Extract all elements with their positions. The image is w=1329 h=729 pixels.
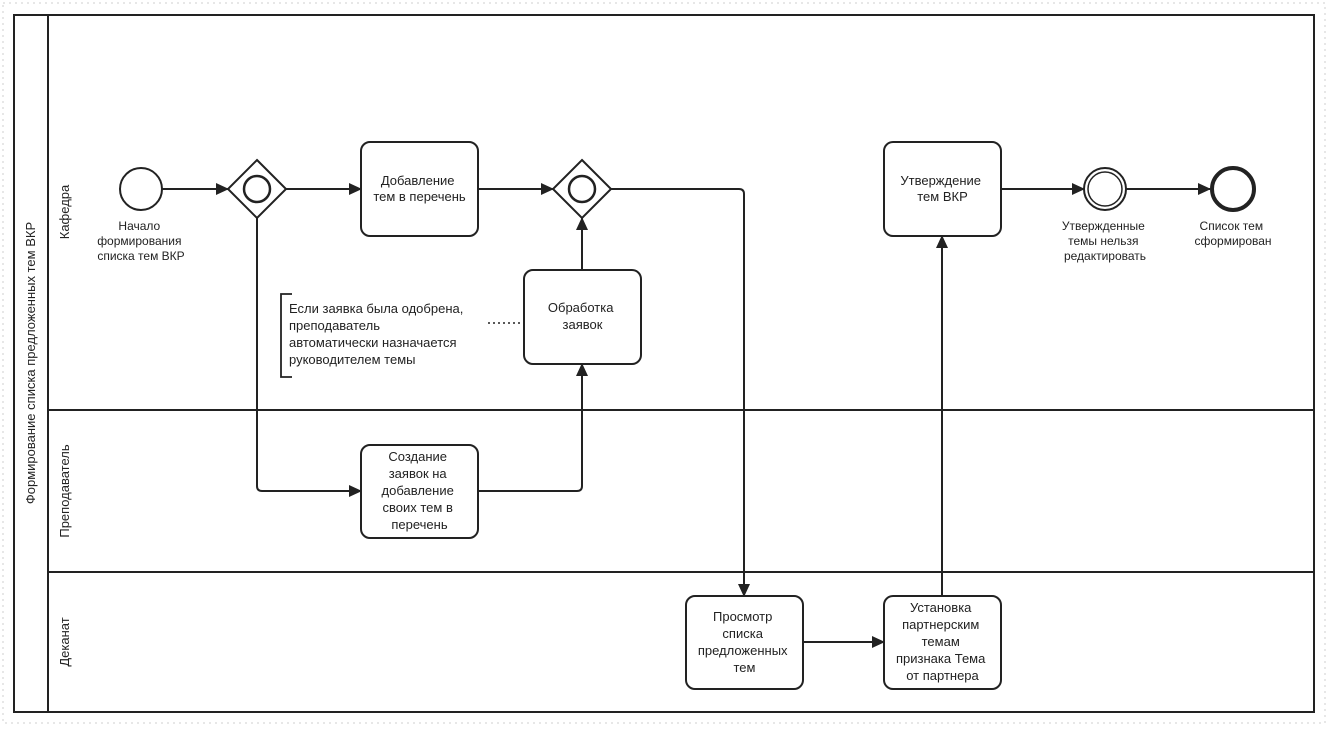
lane-label-dekanat: Деканат xyxy=(57,617,72,666)
start-event-label: Начало формирования списка тем ВКР xyxy=(97,219,185,263)
gateway-circle-icon xyxy=(242,174,272,204)
lane-label-prepodavatel: Преподаватель xyxy=(57,444,72,537)
text-annotation[interactable]: Если заявка была одобрена, преподаватель… xyxy=(280,293,467,378)
end-event[interactable] xyxy=(1210,166,1256,212)
task-add-topics[interactable]: Добавление тем в перечень xyxy=(360,141,479,237)
intermediate-event[interactable] xyxy=(1083,167,1127,211)
task-set-partner-flag-label: Установка партнерским темам признака Тем… xyxy=(896,600,989,683)
gateway-circle-icon xyxy=(567,174,597,204)
task-approve-topics[interactable]: Утверждение тем ВКР xyxy=(883,141,1002,237)
task-process-requests[interactable]: Обработка заявок xyxy=(523,269,642,365)
task-create-requests-label: Создание заявок на добавление своих тем … xyxy=(382,449,458,532)
inclusive-gateway-2[interactable] xyxy=(551,158,613,220)
end-event-label: Список тем сформирован xyxy=(1194,219,1271,248)
flow-gateway2-to-review[interactable] xyxy=(611,188,750,597)
task-approve-topics-label: Утверждение тем ВКР xyxy=(900,173,984,204)
lane-label-kafedra: Кафедра xyxy=(57,184,72,239)
task-add-topics-label: Добавление тем в перечень xyxy=(373,173,466,204)
task-review-list-label: Просмотр списка предложенных тем xyxy=(698,609,791,675)
task-create-requests[interactable]: Создание заявок на добавление своих тем … xyxy=(360,444,479,539)
start-event[interactable] xyxy=(119,167,163,211)
flow-create-requests-to-process[interactable] xyxy=(478,363,588,492)
task-process-requests-label: Обработка заявок xyxy=(548,300,617,332)
flow-gateway1-to-create-requests[interactable] xyxy=(256,218,362,497)
sequence-flows xyxy=(162,183,1211,648)
pool-title: Формирование списка предложенных тем ВКР xyxy=(23,222,38,504)
lane-dekanat[interactable] xyxy=(47,571,1315,713)
pool[interactable] xyxy=(13,14,1315,713)
inclusive-gateway-1[interactable] xyxy=(226,158,288,220)
task-set-partner-flag[interactable]: Установка партнерским темам признака Тем… xyxy=(883,595,1002,690)
intermediate-event-label: Утвержденные темы нельзя редактировать xyxy=(1062,219,1148,263)
text-annotation-content: Если заявка была одобрена, преподаватель… xyxy=(289,301,467,367)
task-review-list[interactable]: Просмотр списка предложенных тем xyxy=(685,595,804,690)
